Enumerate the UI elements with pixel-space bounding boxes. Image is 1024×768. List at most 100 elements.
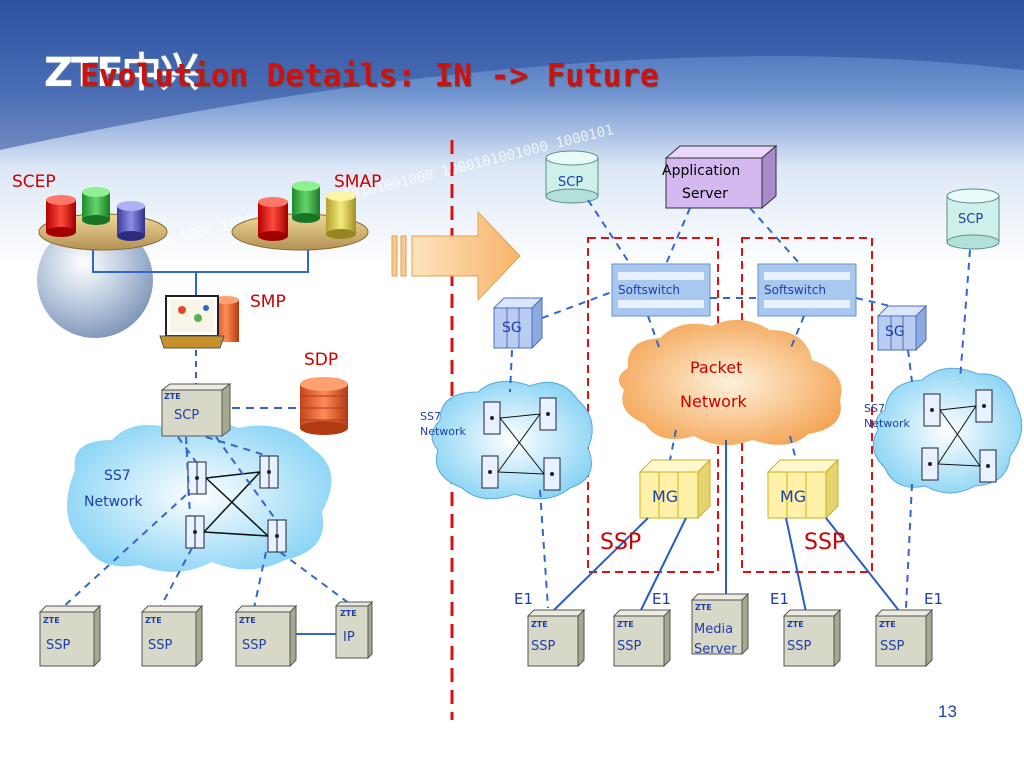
- ssp-group-label-2: SSP: [804, 530, 846, 555]
- blank-panel: [18, 670, 306, 732]
- ssp-box-r3: [782, 608, 842, 668]
- ss7-left-label-line2: Network: [420, 425, 466, 438]
- ss7-right-label-line1: SS7: [864, 402, 885, 415]
- smp-label: SMP: [250, 292, 286, 312]
- ssp-group-label-1: SSP: [600, 530, 642, 555]
- zte-tag: ZTE: [239, 616, 256, 625]
- ssp-box-1: [38, 604, 102, 668]
- e1-label-2: E1: [652, 590, 672, 608]
- ssp-label-r2: SSP: [617, 639, 642, 654]
- stp-icon: [539, 397, 557, 431]
- softswitch-label-1: Softswitch: [618, 283, 680, 297]
- evolution-arrow-icon: [391, 210, 521, 302]
- sg-label-2: SG: [885, 324, 905, 340]
- zte-tag: ZTE: [617, 620, 634, 629]
- softswitch-label-2: Softswitch: [764, 283, 826, 297]
- smap-label: SMAP: [334, 172, 382, 192]
- packet-network-label-line2: Network: [680, 392, 747, 411]
- smp-laptop-icon: [159, 295, 239, 349]
- ssp-label-3: SSP: [242, 638, 267, 653]
- zte-tag: ZTE: [145, 616, 162, 625]
- ssp-box-r4: [874, 608, 934, 668]
- e1-label-4: E1: [924, 590, 944, 608]
- stp-icon: [975, 389, 993, 423]
- stp-icon: [187, 461, 207, 495]
- media-server-box: [690, 592, 750, 656]
- page-number: 13: [938, 702, 957, 721]
- stp-icon: [267, 519, 287, 553]
- scp-label-top: SCP: [558, 175, 584, 190]
- disk-blue-icon: [117, 201, 145, 241]
- disk-green-icon: [292, 181, 320, 223]
- zte-tag: ZTE: [164, 392, 181, 401]
- zte-tag: ZTE: [531, 620, 548, 629]
- stp-icon: [543, 457, 561, 491]
- ssp-label-r1: SSP: [531, 639, 556, 654]
- stp-icon: [979, 449, 997, 483]
- stp-icon: [481, 455, 499, 489]
- ss7-signaling-links: [61, 436, 351, 609]
- scep-database-group: [38, 187, 168, 251]
- ss7-left-label-line1: SS7: [420, 410, 441, 423]
- app-server-label-line2: Server: [682, 186, 728, 202]
- softswitch-icon-2: [757, 263, 857, 317]
- packet-network-cloud: [618, 319, 842, 446]
- scp-server-icon: [160, 383, 232, 437]
- header-band: [0, 0, 1024, 150]
- stp-icon: [483, 401, 501, 435]
- media-server-label-line1: Media: [694, 622, 734, 637]
- softswitch-icon-1: [611, 263, 711, 317]
- zte-tag: ZTE: [879, 620, 896, 629]
- globe-graphic: [37, 222, 153, 338]
- application-server-icon: [664, 144, 778, 210]
- ssp-box-3: [234, 604, 298, 668]
- zte-tag: ZTE: [787, 620, 804, 629]
- signaling-links-right: [509, 199, 971, 609]
- mg-label-2: MG: [780, 487, 807, 506]
- ssp-box-r1: [526, 608, 586, 668]
- sdp-database-icon: [300, 377, 348, 435]
- zte-logo: ZTE中兴: [44, 50, 200, 96]
- ss7-network-cloud-left: [431, 380, 593, 500]
- mg-label-1: MG: [652, 487, 679, 506]
- slide-title: Evolution Details: IN -> Future: [80, 58, 659, 94]
- stp-switch-group: [185, 455, 287, 553]
- stp-switch-group-left: [481, 397, 561, 491]
- sg-label-1: SG: [502, 320, 522, 336]
- oam-link: [92, 250, 309, 273]
- scp-label-right: SCP: [958, 212, 984, 227]
- ss7-label-line1: SS7: [104, 468, 131, 484]
- ip-label: IP: [343, 630, 355, 645]
- zte-tag: ZTE: [695, 603, 712, 612]
- disk-red-icon: [258, 197, 288, 241]
- ip-box: [334, 600, 374, 660]
- ssp-label-r3: SSP: [787, 639, 812, 654]
- ssp-label-2: SSP: [148, 638, 173, 653]
- ssp-label-1: SSP: [46, 638, 71, 653]
- ss7-right-label-line2: Network: [864, 417, 910, 430]
- stp-icon: [921, 447, 939, 481]
- ss7-label-line2: Network: [84, 494, 143, 510]
- stp-switch-group-right: [921, 389, 997, 483]
- e1-label-1: E1: [514, 590, 534, 608]
- sg-gateway-icon-1: [492, 296, 544, 350]
- scp-database-icon: [545, 150, 599, 204]
- packet-network-label-line1: Packet: [690, 358, 743, 377]
- scp-database-icon-right: [946, 188, 1000, 250]
- stp-icon: [185, 515, 205, 549]
- app-server-label-line1: Application: [662, 163, 741, 179]
- stp-icon: [923, 393, 941, 427]
- zte-tag: ZTE: [43, 616, 60, 625]
- e1-label-3: E1: [770, 590, 790, 608]
- zte-tag: ZTE: [340, 609, 357, 618]
- ssp-box-2: [140, 604, 204, 668]
- stp-icon: [259, 455, 279, 489]
- media-server-label-line2: Server: [694, 642, 737, 657]
- scp-label: SCP: [174, 408, 200, 423]
- disk-yellow-icon: [326, 191, 356, 239]
- disk-red-icon: [46, 195, 76, 237]
- smap-database-group: [231, 181, 369, 251]
- ssp-boundary-1: [587, 237, 719, 573]
